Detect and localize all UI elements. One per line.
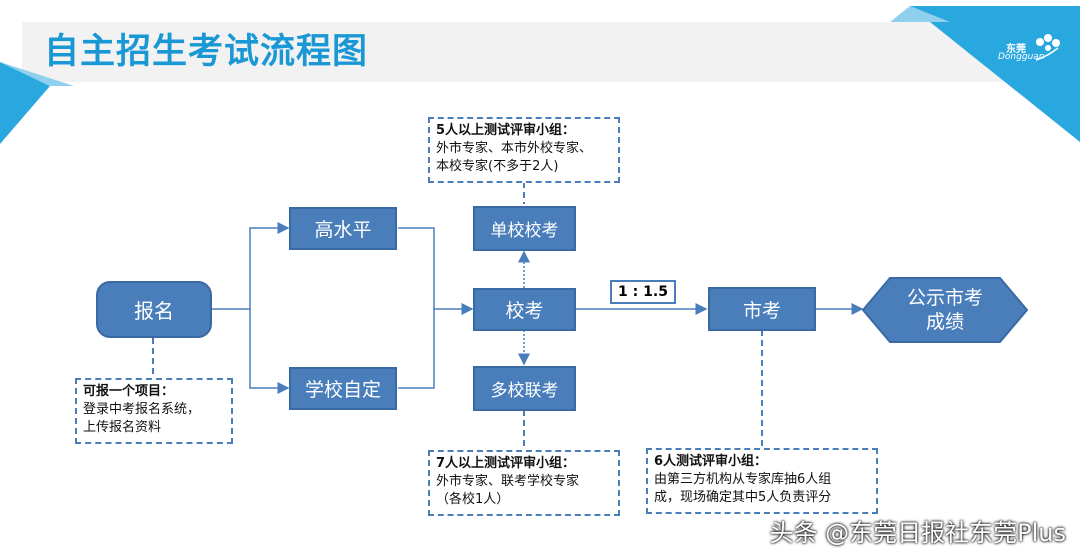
node-city-exam: 市考 — [708, 287, 816, 331]
note-signup-line-2: 上传报名资料 — [83, 420, 162, 435]
note-signup-line-1: 登录中考报名系统， — [83, 402, 201, 417]
node-publish-label: 公示市考 成绩 — [862, 286, 1028, 334]
node-school-exam: 校考 — [473, 288, 576, 331]
note-signup: 可报一个项目： 登录中考报名系统， 上传报名资料 — [75, 378, 233, 444]
publish-line-1: 公示市考 — [906, 287, 983, 309]
arrow-high-to-exam — [398, 227, 474, 315]
note-single-heading: 5人以上测试评审小组： — [436, 123, 576, 138]
note-multi-heading: 7人以上测试评审小组： — [436, 456, 576, 471]
note-city-panel: 6人测试评审小组： 由第三方机构从专家库抽6人组 成，现场确定其中5人负责评分 — [646, 448, 878, 514]
note-multi-line-1: 外市专家、联考学校专家 — [436, 474, 580, 489]
node-publish-hexagon — [862, 277, 1028, 343]
node-single-school-exam: 单校校考 — [473, 206, 576, 251]
note-multi-panel: 7人以上测试评审小组： 外市专家、联考学校专家 （各校1人） — [428, 450, 620, 516]
note-city-heading: 6人测试评审小组： — [654, 454, 768, 469]
note-city-line-1: 由第三方机构从专家库抽6人组 — [654, 472, 832, 487]
watermark: 头条 @东莞日报社东莞Plus — [769, 519, 1066, 547]
note-signup-heading: 可报一个项目： — [83, 384, 175, 399]
publish-line-2: 成绩 — [925, 311, 964, 333]
arrow-to-high-level — [212, 222, 290, 310]
note-city-line-2: 成，现场确定其中5人负责评分 — [654, 490, 832, 505]
arrow-to-school-set — [249, 309, 290, 394]
note-single-line-1: 外市专家、本市外校专家、 — [436, 141, 593, 156]
logo-text: 东莞 — [1006, 44, 1026, 55]
logo: 东莞 Dongguan — [996, 28, 1066, 68]
line-school-set-to-exam — [398, 309, 435, 389]
ratio-label: 1 : 1.5 — [610, 280, 676, 304]
node-high-level: 高水平 — [289, 207, 397, 250]
header-band — [22, 22, 1032, 82]
left-corner-decoration — [0, 62, 74, 144]
node-multi-school-exam: 多校联考 — [473, 366, 576, 411]
logo-subtext: Dongguan — [998, 52, 1045, 62]
note-multi-line-2: （各校1人） — [436, 492, 510, 507]
note-single-line-2: 本校专家(不多于2人) — [436, 159, 559, 174]
page-title: 自主招生考试流程图 — [44, 32, 369, 72]
node-signup: 报名 — [96, 281, 212, 338]
node-school-set: 学校自定 — [289, 367, 397, 410]
flower-logo-icon — [1035, 34, 1060, 61]
note-single-panel: 5人以上测试评审小组： 外市专家、本市外校专家、 本校专家(不多于2人) — [428, 117, 620, 183]
